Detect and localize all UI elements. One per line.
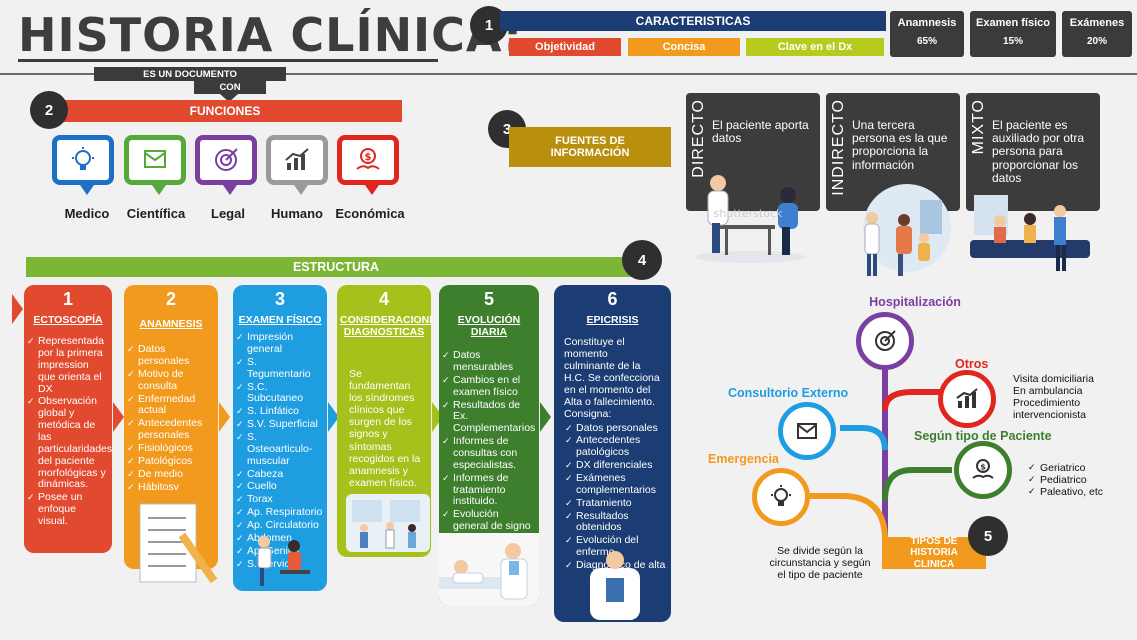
document-icon bbox=[778, 402, 836, 460]
anamnesis-list: Datos personales Motivo de consulta Enfe… bbox=[124, 343, 218, 493]
target-icon bbox=[856, 312, 914, 370]
doctor-bedside-illustration bbox=[439, 533, 539, 606]
fuente-directo-text: El paciente aporta datos bbox=[712, 118, 809, 146]
estructura-card-ectoscopia: 1 ECTOSCOPÍA Representada por la primera… bbox=[24, 285, 112, 553]
svg-text:$: $ bbox=[365, 152, 372, 163]
step-number-5: 5 bbox=[968, 516, 1008, 556]
examen-fisico-list: Impresión general S. Tegumentario S.C. S… bbox=[233, 331, 327, 570]
medical-team-illustration bbox=[346, 494, 430, 552]
funcion-humano-label: Humano bbox=[271, 206, 323, 221]
waiting-room-illustration bbox=[968, 185, 1098, 275]
funcion-cientifica bbox=[124, 135, 186, 195]
evolucion-list: Datos mensurables Cambios en el examen f… bbox=[439, 349, 539, 545]
tipo-otros-label: Otros bbox=[955, 357, 989, 371]
chevron-right-icon bbox=[12, 294, 23, 324]
chevron-right-icon bbox=[219, 402, 230, 432]
funcion-medico bbox=[52, 135, 114, 195]
funcion-cientifica-label: Científica bbox=[126, 206, 186, 221]
tipos-description: Se divide según la circunstancia y según… bbox=[769, 545, 871, 582]
funcion-economica: $ bbox=[337, 135, 399, 195]
funcion-economica-label: Económica bbox=[335, 206, 405, 221]
estructura-header: ESTRUCTURA bbox=[26, 257, 646, 277]
page-title: HISTORIA CLÍNICA: bbox=[18, 8, 523, 62]
target-icon bbox=[195, 135, 257, 185]
lightbulb-icon bbox=[52, 135, 114, 185]
svg-text:shutterstock: shutterstock bbox=[714, 207, 783, 220]
fuentes-header: FUENTES DE INFORMACIÓN bbox=[509, 127, 671, 167]
tipo-paciente-label: Según tipo de Paciente bbox=[914, 429, 1052, 443]
ectoscopia-list: Representada por la primera impression q… bbox=[24, 335, 112, 528]
fuente-mixto-title: MIXTO bbox=[970, 99, 987, 155]
step-number-4: 4 bbox=[622, 240, 662, 280]
tipo-hospitalizacion-label: Hospitalización bbox=[869, 295, 961, 309]
lightbulb-icon bbox=[752, 468, 810, 526]
fuente-directo: DIRECTO El paciente aporta datos bbox=[686, 93, 820, 211]
funcion-legal-label: Legal bbox=[211, 206, 245, 221]
physical-exam-illustration bbox=[244, 532, 314, 588]
funciones-header: FUNCIONES bbox=[48, 100, 402, 122]
doctor-tablet-illustration bbox=[580, 548, 650, 620]
chevron-right-icon bbox=[540, 402, 551, 432]
paciente-list: ✓Geriatrico ✓Pediatrico ✓Paleativo, etc bbox=[1028, 462, 1104, 499]
chevron-right-icon bbox=[432, 402, 443, 432]
tipo-emergencia-label: Emergencia bbox=[708, 452, 779, 466]
chart-icon bbox=[938, 370, 996, 428]
money-icon: $ bbox=[337, 135, 399, 185]
funcion-humano bbox=[266, 135, 328, 195]
chevron-right-icon bbox=[113, 402, 124, 432]
funcion-legal bbox=[195, 135, 257, 195]
otros-list: Visita domiciliaria En ambulancia Proced… bbox=[1013, 373, 1094, 422]
fuente-mixto-text: El paciente es auxiliado por otra person… bbox=[992, 118, 1085, 185]
funcion-medico-label: Medico bbox=[64, 206, 110, 221]
document-icon bbox=[124, 135, 186, 185]
fuente-mixto: MIXTO El paciente es auxiliado por otra … bbox=[966, 93, 1100, 211]
step-number-2: 2 bbox=[30, 91, 68, 129]
chevron-right-icon bbox=[328, 402, 339, 432]
doctor-patient-illustration: shutterstock bbox=[690, 165, 810, 265]
header-divider bbox=[0, 73, 1137, 75]
caracteristica-objetividad: Objetividad bbox=[509, 38, 621, 56]
con-arrow bbox=[220, 94, 238, 102]
title-underline bbox=[18, 59, 438, 62]
fuente-indirecto-text: Una tercera persona es la que proporcion… bbox=[852, 118, 948, 172]
svg-text:$: $ bbox=[980, 463, 986, 472]
es-un-documento-label: ES UN DOCUMENTO bbox=[94, 67, 286, 81]
money-icon: $ bbox=[954, 441, 1012, 499]
checklist-illustration bbox=[134, 500, 226, 588]
family-illustration bbox=[832, 180, 962, 280]
caracteristica-concisa: Concisa bbox=[628, 38, 740, 56]
caracteristicas-header: CARACTERISTICAS bbox=[500, 11, 886, 31]
estructura-card-examen-fisico: 3 EXAMEN FÍSICO Impresión general S. Teg… bbox=[233, 285, 327, 591]
con-label: CON bbox=[194, 81, 266, 94]
tipos-tree-diagram bbox=[810, 368, 952, 548]
tipo-consultorio-label: Consultorio Externo bbox=[728, 386, 849, 400]
chart-icon bbox=[266, 135, 328, 185]
caracteristica-clave-dx: Clave en el Dx bbox=[746, 38, 884, 56]
